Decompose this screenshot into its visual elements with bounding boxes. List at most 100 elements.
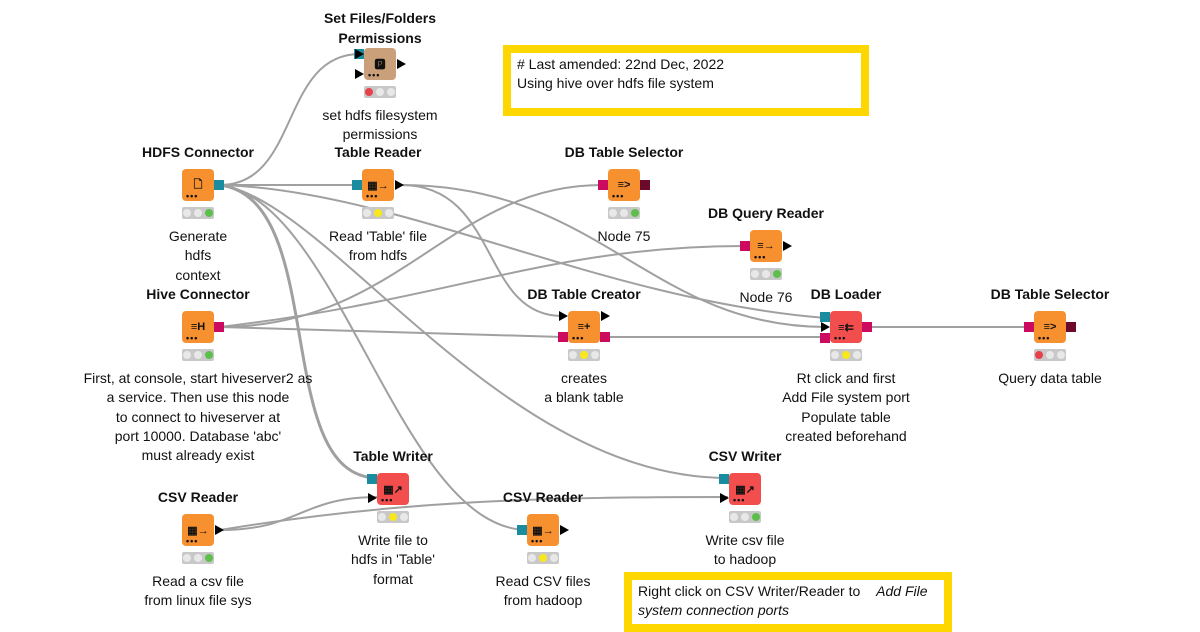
status-light (729, 511, 761, 523)
connection[interactable] (219, 245, 745, 328)
file-system-port[interactable] (352, 180, 362, 190)
status-light (750, 268, 782, 280)
connection[interactable] (219, 183, 379, 480)
desc-line: Node 76 (739, 289, 793, 305)
db-port[interactable] (862, 322, 872, 332)
node-title: Table Writer (353, 448, 433, 464)
dots-icon: ••• (381, 495, 394, 505)
desc-line: Populate table (801, 408, 891, 425)
connection[interactable] (400, 184, 563, 317)
db-port[interactable] (600, 332, 610, 342)
data-port-triangle-icon[interactable] (215, 525, 224, 535)
connection[interactable] (400, 184, 827, 328)
node-title: DB Table Creator (527, 286, 641, 302)
data-port-triangle-icon[interactable] (783, 241, 792, 251)
connection[interactable] (219, 496, 379, 531)
data-port-triangle-icon[interactable] (720, 493, 729, 503)
node-body[interactable]: 🗋••• (182, 169, 214, 201)
node-body[interactable]: ≡+••• (568, 311, 600, 343)
node-title: CSV Writer (708, 448, 782, 464)
data-port-triangle-icon[interactable] (821, 322, 830, 332)
desc-line: hdfs in 'Table' (351, 551, 435, 568)
connection[interactable] (219, 184, 827, 319)
status-light (362, 207, 394, 219)
node-body[interactable]: ≡→••• (750, 230, 782, 262)
file-system-port[interactable] (820, 312, 830, 322)
status-light (608, 207, 640, 219)
desc-line: from hdfs (348, 247, 408, 264)
connection[interactable] (219, 496, 729, 531)
desc-line: context (175, 266, 221, 283)
db-port[interactable] (1024, 322, 1034, 332)
data-port-triangle-icon[interactable] (559, 311, 568, 321)
data-port-triangle-icon[interactable] (368, 493, 377, 503)
connection[interactable] (219, 184, 603, 328)
annotation-last-amended[interactable]: # Last amended: 22nd Dec, 2022 Using hiv… (503, 45, 869, 116)
db-port[interactable] (740, 241, 750, 251)
db-port[interactable] (558, 332, 568, 342)
connection[interactable] (219, 184, 529, 531)
node-body[interactable]: ▦→••• (362, 169, 394, 201)
db-loader-icon: ≡⇇ (838, 321, 854, 334)
file-system-port[interactable] (719, 474, 729, 484)
node-body[interactable]: ≡>••• (1034, 311, 1066, 343)
desc-line: Write file to (358, 532, 428, 548)
desc-line: permissions (342, 126, 418, 143)
dots-icon: ••• (834, 333, 847, 343)
data-port-triangle-icon[interactable] (397, 59, 406, 69)
annotation-right-click[interactable]: Right click on CSV Writer/Reader to Add … (624, 572, 952, 632)
node-body[interactable]: ≡>••• (608, 169, 640, 201)
connection[interactable] (219, 326, 563, 338)
dots-icon: ••• (186, 191, 199, 201)
db-port[interactable] (640, 180, 650, 190)
file-system-port[interactable] (214, 180, 224, 190)
annotation-text: Right click on CSV Writer/Reader to (638, 583, 861, 599)
node-body[interactable]: ▦→••• (182, 514, 214, 546)
desc-line: to connect to hiveserver at (115, 408, 281, 425)
node-body[interactable]: ≡⇇••• (830, 311, 862, 343)
data-port-triangle-icon[interactable] (355, 69, 364, 79)
node-description[interactable]: Node 75 (474, 227, 774, 246)
db-port[interactable] (1066, 322, 1076, 332)
annotation-line: Using hive over hdfs file system (517, 75, 714, 91)
status-light (182, 349, 214, 361)
node-body[interactable]: ▦↗••• (729, 473, 761, 505)
node-body[interactable]: 🅿••• (364, 48, 396, 80)
dots-icon: ••• (186, 536, 199, 546)
table-read-icon: ▦→ (367, 179, 389, 192)
data-port-triangle-icon[interactable] (560, 525, 569, 535)
desc-line: a blank table (544, 389, 624, 406)
file-system-port[interactable] (367, 474, 377, 484)
db-port[interactable] (820, 333, 830, 343)
node-body[interactable]: ▦↗••• (377, 473, 409, 505)
node-description[interactable]: Query data table (900, 369, 1200, 388)
data-port-triangle-icon[interactable] (355, 49, 364, 59)
status-light (182, 552, 214, 564)
connection[interactable] (219, 184, 729, 479)
node-body[interactable]: ▦→••• (527, 514, 559, 546)
connection[interactable] (219, 53, 361, 186)
desc-line: from linux file sys (144, 592, 252, 609)
node-description[interactable]: Node 76 (616, 288, 916, 307)
status-light (377, 511, 409, 523)
data-port-triangle-icon[interactable] (601, 311, 610, 321)
data-port-triangle-icon[interactable] (395, 180, 404, 190)
db-port[interactable] (214, 322, 224, 332)
node-body[interactable]: ≡H••• (182, 311, 214, 343)
desc-line: Node 75 (597, 228, 651, 244)
file-system-port[interactable] (517, 525, 527, 535)
db-port[interactable] (598, 180, 608, 190)
desc-line: First, at console, start hiveserver2 as (83, 370, 313, 386)
desc-line: Read CSV files (495, 573, 591, 589)
csv-read-icon: ▦→ (532, 524, 554, 537)
